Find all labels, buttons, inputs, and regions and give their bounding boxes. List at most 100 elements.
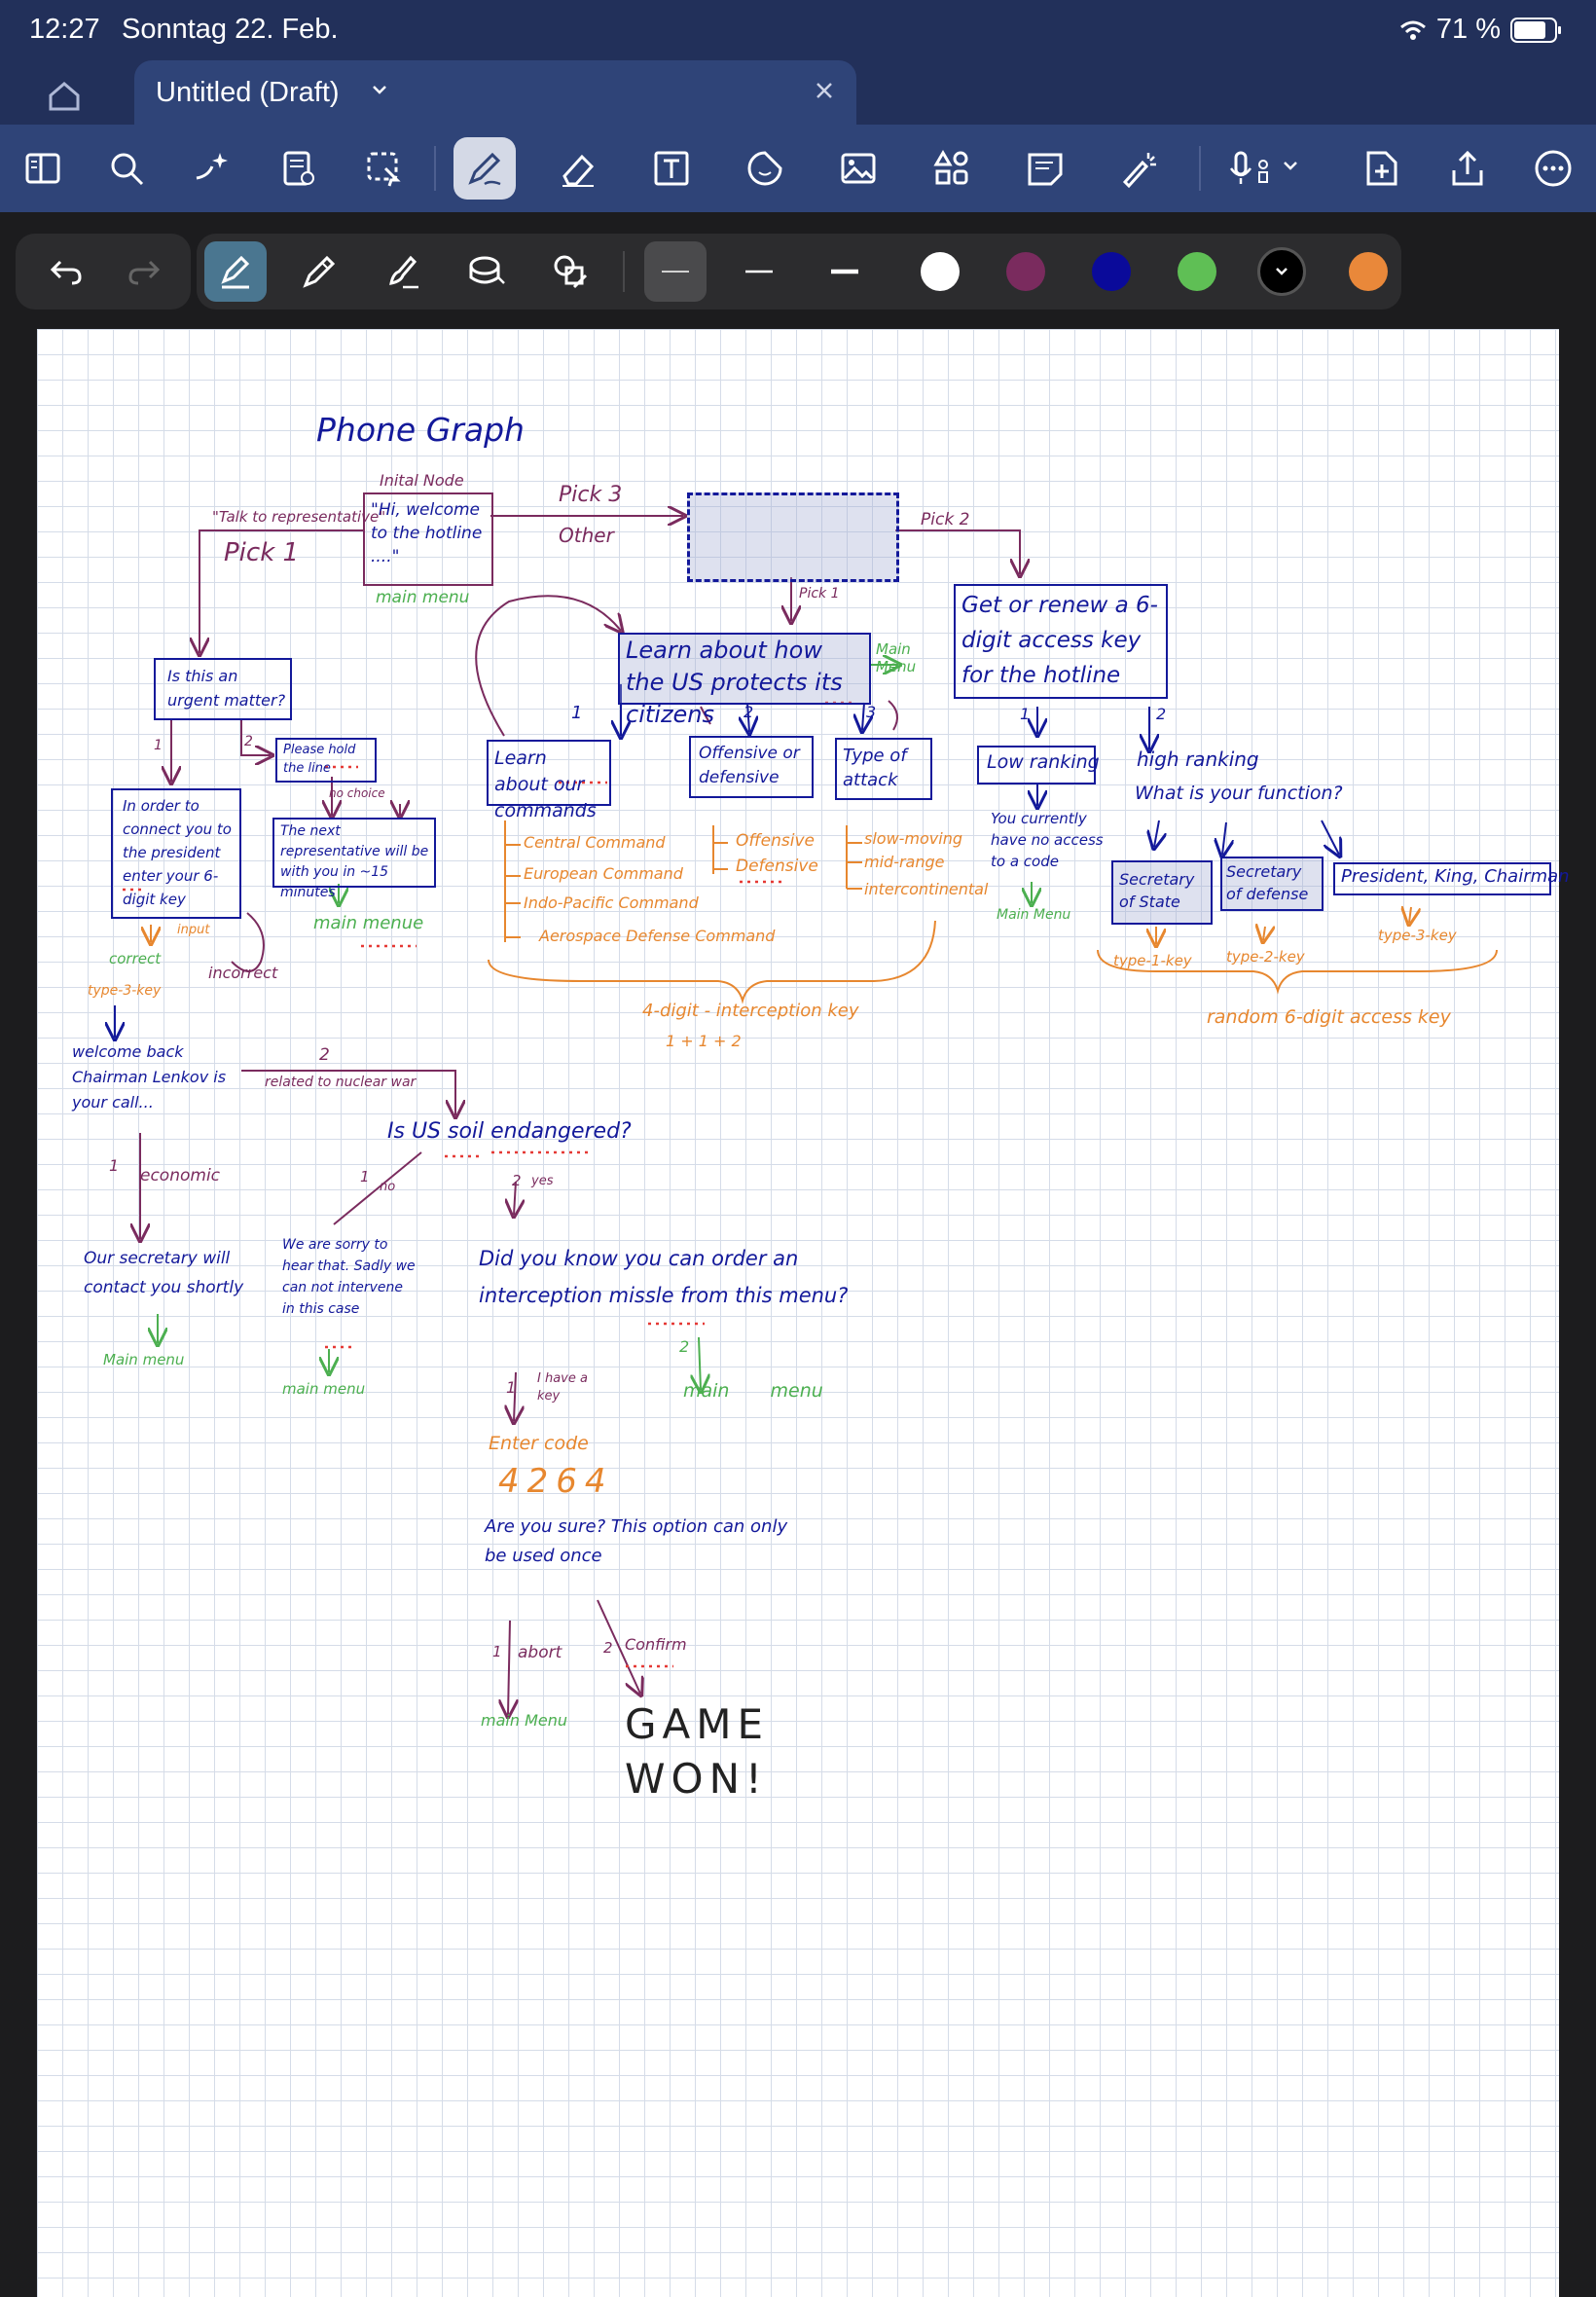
branch-1-key: 1 bbox=[506, 1378, 517, 1397]
color-navy[interactable] bbox=[1092, 252, 1131, 291]
enter-code-label: Enter code bbox=[489, 1433, 589, 1454]
redo-icon[interactable] bbox=[113, 241, 175, 302]
chevron-down-icon bbox=[1276, 268, 1288, 275]
color-white[interactable] bbox=[921, 252, 960, 291]
sticky-note-icon[interactable] bbox=[1014, 137, 1076, 200]
branch-urgent-2: 2 bbox=[244, 734, 253, 749]
close-icon[interactable] bbox=[814, 80, 835, 101]
branch-urgent-1: 1 bbox=[154, 738, 163, 753]
color-green[interactable] bbox=[1178, 252, 1216, 291]
stroke-thick[interactable] bbox=[814, 241, 876, 302]
high-ranking-label: high ranking bbox=[1137, 747, 1259, 771]
document-icon[interactable] bbox=[267, 137, 329, 200]
home-icon[interactable] bbox=[43, 76, 86, 115]
more-icon[interactable] bbox=[1522, 137, 1584, 200]
no-choice-label: no choice bbox=[329, 786, 385, 800]
did-you-know-text: Did you know you can order an intercepti… bbox=[479, 1247, 849, 1307]
eraser-icon[interactable] bbox=[547, 137, 609, 200]
branch-2-menu: 2 bbox=[679, 1337, 690, 1356]
type-attack-box: Type of attack bbox=[835, 738, 932, 800]
main-menu-label-7: main Menu bbox=[481, 1711, 567, 1730]
next-rep-box: The next representative will be with you… bbox=[272, 818, 436, 900]
initial-node-label: Inital Node bbox=[380, 471, 464, 490]
learn-us-text: Learn about how the US protects its citi… bbox=[626, 637, 843, 728]
color-black-selected[interactable] bbox=[1257, 247, 1306, 296]
next-rep-text: The next representative will be with you… bbox=[280, 823, 429, 900]
branch-high-2: 2 bbox=[1156, 705, 1167, 723]
main-menu-label-5: main menu bbox=[282, 1380, 366, 1398]
stroke-thin[interactable] bbox=[644, 241, 707, 302]
yes-label: yes bbox=[531, 1174, 554, 1188]
offensive-defensive-text: Offensive or defensive bbox=[699, 744, 800, 787]
text-box-icon[interactable] bbox=[640, 137, 703, 200]
get-renew-text: Get or renew a 6-digit access key for th… bbox=[961, 593, 1158, 688]
other-label: Other bbox=[559, 524, 614, 547]
note-canvas[interactable]: Phone Graph Inital Node "Hi, welcome to … bbox=[37, 329, 1570, 2297]
shapes-icon[interactable] bbox=[921, 137, 983, 200]
please-hold-text: Please hold the line bbox=[283, 743, 356, 776]
microphone-icon[interactable] bbox=[1216, 137, 1324, 200]
pick3-label: Pick 3 bbox=[559, 483, 623, 507]
sticker-icon[interactable] bbox=[734, 137, 796, 200]
random-key-label: random 6-digit access key bbox=[1207, 1006, 1451, 1028]
search-icon[interactable] bbox=[95, 137, 158, 200]
incorrect-label: incorrect bbox=[208, 964, 278, 982]
main-toolbar bbox=[0, 125, 1596, 212]
tape-icon[interactable] bbox=[455, 241, 518, 302]
game-won-text: GAME WON! bbox=[625, 1700, 770, 1803]
initial-node-text: "Hi, welcome to the hotline ...." bbox=[371, 500, 483, 566]
share-icon[interactable] bbox=[1436, 137, 1499, 200]
command-aerospace: Aerospace Defense Command bbox=[539, 927, 776, 945]
branch-2: 2 bbox=[744, 703, 754, 721]
attack-intercontinental: intercontinental bbox=[864, 880, 989, 898]
command-central: Central Command bbox=[524, 833, 666, 852]
color-orange[interactable] bbox=[1349, 252, 1388, 291]
low-ranking-text: Low ranking bbox=[987, 751, 1100, 773]
main-menu-label-3: Main menu bbox=[103, 1351, 185, 1368]
tab-bar: Untitled (Draft) bbox=[0, 60, 1596, 125]
role-secretary-defense: Secretary of defense bbox=[1226, 862, 1309, 903]
tab-document[interactable]: Untitled (Draft) bbox=[134, 60, 856, 125]
brush-pen-icon[interactable] bbox=[372, 241, 434, 302]
welcome-back-text: welcome back Chairman Lenkov is your cal… bbox=[72, 1042, 227, 1112]
code-value: 4264 bbox=[498, 1462, 614, 1501]
sidebar-icon[interactable] bbox=[12, 137, 74, 200]
branch-2-war: 2 bbox=[319, 1045, 330, 1065]
are-you-sure-text: Are you sure? This option can only be us… bbox=[485, 1516, 788, 1566]
stroke-medium[interactable] bbox=[728, 241, 790, 302]
role-president: President, King, Chairman bbox=[1341, 866, 1570, 887]
pen-icon[interactable] bbox=[453, 137, 516, 200]
divider bbox=[623, 251, 625, 292]
secretary-contact-text: Our secretary will contact you shortly bbox=[84, 1249, 244, 1297]
branch-1-abort: 1 bbox=[492, 1643, 502, 1660]
note-title: Phone Graph bbox=[316, 411, 525, 449]
ball-pen-icon[interactable] bbox=[288, 241, 350, 302]
shape-pen-icon[interactable] bbox=[539, 241, 601, 302]
type-2-key: type-2-key bbox=[1226, 948, 1305, 966]
type-attack-text: Type of attack bbox=[843, 746, 907, 790]
lasso-icon[interactable] bbox=[352, 137, 415, 200]
fountain-pen-icon[interactable] bbox=[204, 241, 267, 302]
confirm-label: Confirm bbox=[625, 1635, 687, 1654]
laser-pointer-icon[interactable] bbox=[1107, 137, 1170, 200]
abort-label: abort bbox=[518, 1643, 562, 1662]
main-menu-label-2: main menue bbox=[313, 913, 424, 933]
add-page-icon[interactable] bbox=[1351, 137, 1413, 200]
ai-sparkle-icon[interactable] bbox=[181, 137, 243, 200]
low-ranking-box: Low ranking bbox=[977, 746, 1100, 784]
have-key-label: I have a key bbox=[537, 1371, 588, 1404]
role-secretary-defense-box: Secretary of defense bbox=[1220, 857, 1324, 911]
correct-label: correct bbox=[109, 950, 162, 967]
image-icon[interactable] bbox=[827, 137, 889, 200]
color-purple[interactable] bbox=[1006, 252, 1045, 291]
undo-icon[interactable] bbox=[35, 241, 97, 302]
role-secretary-state: Secretary of State bbox=[1119, 870, 1195, 911]
chevron-down-icon[interactable] bbox=[368, 78, 391, 101]
option-defensive: Defensive bbox=[736, 857, 818, 876]
us-soil-question: Is US soil endangered? bbox=[387, 1119, 632, 1144]
status-time: 12:27 bbox=[29, 14, 100, 45]
pick1-label: Pick 1 bbox=[224, 538, 300, 567]
main-menu-label-4: Main Menu bbox=[876, 640, 917, 675]
initial-node-box: "Hi, welcome to the hotline ...." bbox=[363, 492, 493, 586]
command-indo-pacific: Indo-Pacific Command bbox=[524, 893, 699, 912]
